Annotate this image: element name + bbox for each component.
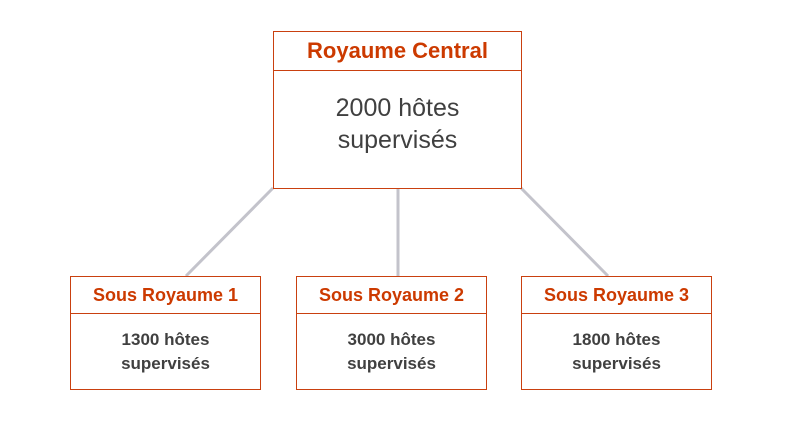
child-node-1: Sous Royaume 1 1300 hôtes supervisés <box>70 276 261 390</box>
child-node-2: Sous Royaume 2 3000 hôtes supervisés <box>296 276 487 390</box>
root-node: Royaume Central 2000 hôtes supervisés <box>273 31 522 189</box>
root-count: 2000 hôtes <box>335 93 460 122</box>
connector-3 <box>519 186 610 278</box>
child-title: Sous Royaume 1 <box>71 277 260 314</box>
child-label: supervisés <box>572 353 661 373</box>
connector-1 <box>184 186 275 278</box>
child-body: 1300 hôtes supervisés <box>71 314 260 389</box>
child-title: Sous Royaume 3 <box>522 277 711 314</box>
child-body: 1800 hôtes supervisés <box>522 314 711 389</box>
root-label: supervisés <box>337 125 458 154</box>
child-label: supervisés <box>121 353 210 373</box>
child-body: 3000 hôtes supervisés <box>297 314 486 389</box>
root-body: 2000 hôtes supervisés <box>274 71 521 188</box>
child-node-3: Sous Royaume 3 1800 hôtes supervisés <box>521 276 712 390</box>
child-title: Sous Royaume 2 <box>297 277 486 314</box>
root-title: Royaume Central <box>274 32 521 71</box>
child-count: 1300 hôtes <box>121 329 210 349</box>
child-label: supervisés <box>347 353 436 373</box>
child-count: 1800 hôtes <box>572 329 661 349</box>
child-count: 3000 hôtes <box>347 329 436 349</box>
